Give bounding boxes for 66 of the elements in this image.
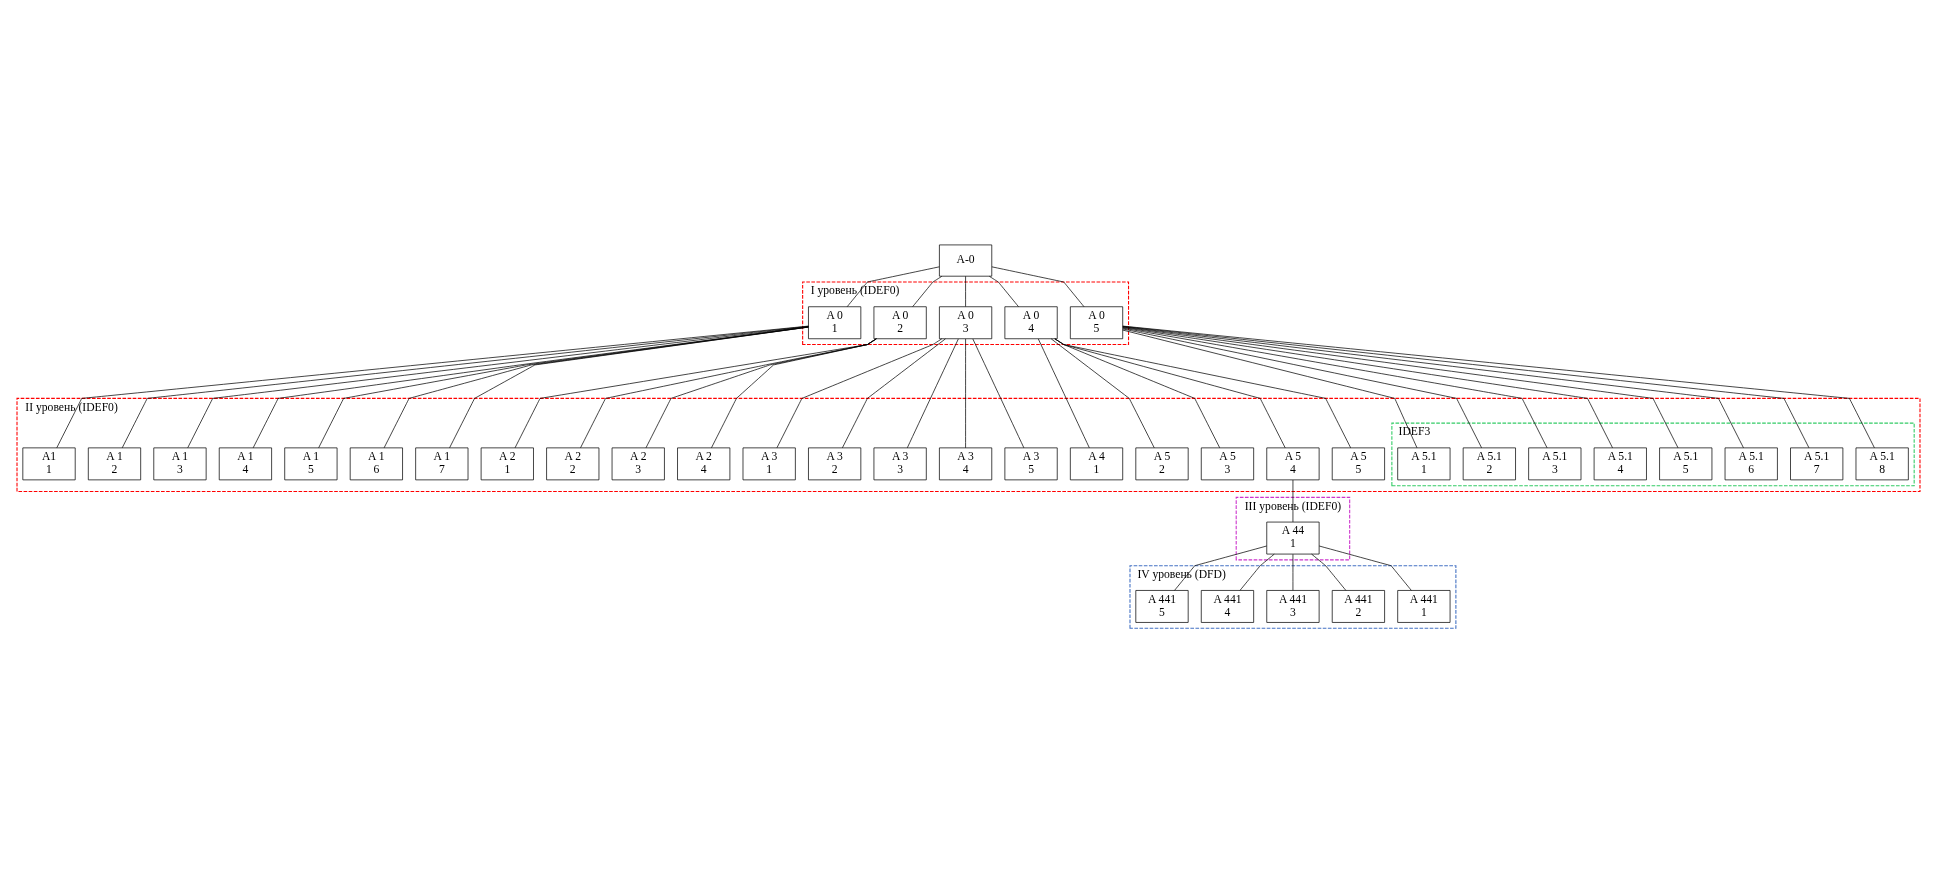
node-box: A 5 5: [1331, 447, 1385, 481]
node-box: A 3 5: [1004, 447, 1058, 481]
node-box: A 2 2: [546, 447, 600, 481]
connector: [776, 338, 943, 449]
node-box: A 0 5: [1069, 306, 1124, 340]
connector: [1054, 338, 1351, 449]
connector: [965, 275, 966, 307]
node-box: A 3 1: [742, 447, 796, 481]
connector: [842, 338, 946, 449]
node-box: A 2 1: [480, 447, 534, 481]
node-box: A 441 5: [1135, 590, 1189, 623]
connector: [1239, 553, 1275, 591]
connector: [906, 338, 959, 449]
node-box: A 0 1: [808, 306, 862, 340]
connector: [1292, 553, 1294, 591]
node-box: A 5.1 2: [1462, 447, 1516, 481]
node-box: A 441 2: [1331, 590, 1385, 623]
connector: [1318, 545, 1412, 591]
node-box: A 0 4: [1004, 306, 1058, 340]
node-box: A 1 2: [87, 447, 142, 481]
connector: [1037, 338, 1090, 449]
node-box: A-0: [939, 244, 993, 277]
node-box: A 4 1: [1069, 447, 1124, 481]
node-box: A 1 5: [284, 447, 338, 481]
connector: [711, 338, 877, 449]
connector: [514, 338, 877, 449]
connector: [972, 338, 1025, 449]
connector: [1311, 553, 1347, 591]
connector: [1122, 328, 1482, 449]
node-box: A1 1: [22, 447, 76, 481]
node-box: A 5.1 1: [1397, 447, 1451, 481]
node-box: A 5.1 7: [1790, 447, 1844, 481]
node-box: A 3 2: [808, 447, 862, 481]
connector: [1050, 338, 1155, 449]
node-box: A 44 1: [1266, 521, 1320, 555]
connector: [449, 326, 809, 449]
node-box: A 441 3: [1266, 590, 1320, 623]
node-box: A 0 2: [873, 306, 927, 340]
node-box: A 2 3: [611, 447, 665, 481]
node-box: A 1 4: [218, 447, 272, 481]
connector: [1122, 329, 1418, 449]
node-box: A 441 1: [1397, 590, 1451, 623]
node-box: A 5 3: [1200, 447, 1255, 481]
node-box: A 1 3: [153, 447, 207, 481]
node-box: A 5.1 4: [1593, 447, 1647, 481]
connector: [846, 266, 940, 308]
connector: [912, 275, 943, 308]
node-box: A 5 2: [1135, 447, 1189, 481]
node-box: A 5 4: [1266, 447, 1320, 481]
node-box: A 3 4: [939, 447, 993, 481]
connector: [989, 275, 1019, 308]
node-box: A 1 7: [415, 447, 469, 481]
node-box: A 0 3: [939, 306, 993, 340]
connector: [580, 338, 877, 449]
node-box: A 5.1 6: [1724, 447, 1778, 481]
node-box: A 2 4: [677, 447, 731, 481]
connector: [1174, 545, 1267, 591]
node-box: A 3 3: [873, 447, 927, 481]
node-box: A 5.1 3: [1528, 447, 1582, 481]
node-box: A 1 6: [349, 447, 403, 481]
connector: [991, 266, 1085, 308]
connector: [645, 338, 877, 449]
connector: [965, 338, 966, 449]
node-box: A 5.1 5: [1659, 447, 1713, 481]
node-box: A 441 4: [1200, 590, 1255, 623]
node-box: A 5.1 8: [1855, 447, 1909, 481]
